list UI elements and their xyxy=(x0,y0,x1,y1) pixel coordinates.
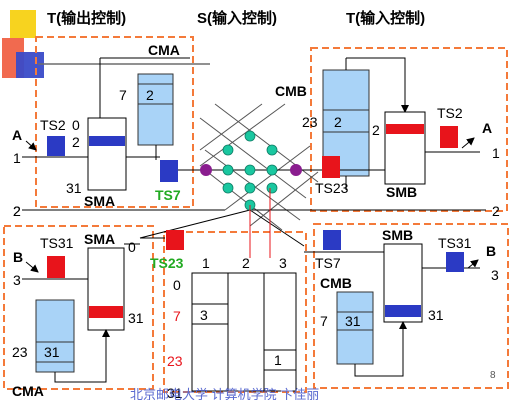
row-31: 31 xyxy=(167,385,183,400)
input-letter-a: A xyxy=(12,127,22,143)
cma-label: CMA xyxy=(148,42,180,58)
output-line-2-left: 2 xyxy=(13,203,21,219)
input-line-2-right: 2 xyxy=(492,203,500,219)
sma-index-31: 31 xyxy=(66,180,82,196)
col-2: 2 xyxy=(242,255,250,271)
ts31-in-block xyxy=(47,256,65,278)
sma-index-0: 0 xyxy=(72,117,80,133)
smb-label: SMB xyxy=(386,184,417,200)
control-memory-table xyxy=(191,272,297,392)
cmb-index-7: 7 xyxy=(320,313,328,329)
output-line-2: 2 xyxy=(13,203,21,219)
switch-node xyxy=(244,182,256,194)
cma-index-7: 7 xyxy=(119,87,127,103)
switch-node xyxy=(266,182,278,194)
row-23: 23 xyxy=(167,353,183,369)
cma-label: CMA xyxy=(12,383,44,399)
cell-row23-col3: 1 xyxy=(274,352,282,368)
smb-slot-block xyxy=(385,305,421,317)
switch-node xyxy=(222,144,234,156)
heading-left: T(输出控制) xyxy=(47,9,126,27)
ts31-out-label: TS31 xyxy=(438,235,472,251)
cmb-memory xyxy=(336,291,374,365)
switch-node xyxy=(244,164,256,176)
ts2-out-label: TS2 xyxy=(437,105,463,121)
smb-memory xyxy=(384,111,426,185)
ts7-in-label: TS7 xyxy=(315,255,341,271)
input-line-3: 3 xyxy=(13,272,21,288)
ts23-label: TS23 xyxy=(150,255,184,271)
sma-memory xyxy=(87,117,127,191)
smb-slot-block xyxy=(386,124,424,134)
frame-top-right xyxy=(310,47,508,212)
frame-bottom-left xyxy=(3,225,154,390)
cma-memory xyxy=(137,73,174,146)
module-bottom-right: TS7 SMB 31 TS31 B 3 CMB 31 7 xyxy=(304,227,499,377)
switch-node xyxy=(266,164,278,176)
cmb-label: CMB xyxy=(320,275,352,291)
output-letter-a: A xyxy=(482,120,492,136)
cmb-index-23: 23 xyxy=(302,114,318,130)
output-line-3: 3 xyxy=(491,267,499,283)
sma-slot-block xyxy=(89,306,123,318)
switch-node xyxy=(244,130,256,142)
cma-index-23: 23 xyxy=(12,344,28,360)
module-top-left: CMA 2 7 0 2 31 SMA TS2 A 1 TS7 2 xyxy=(12,42,225,219)
heading-center: S(输入控制) xyxy=(197,9,277,27)
module-frames xyxy=(3,36,509,393)
row-7: 7 xyxy=(173,308,181,324)
switch-node xyxy=(222,182,234,194)
ts2-in-block xyxy=(47,136,65,156)
cmb-slot-value: 31 xyxy=(345,313,361,329)
ts23-in-block xyxy=(322,156,340,178)
ts23-block xyxy=(166,230,184,250)
row-0: 0 xyxy=(173,277,181,293)
footer-institution: 北京邮电大学 计算机学院 卞佳丽 xyxy=(130,387,319,400)
ts31-in-label: TS31 xyxy=(40,235,74,251)
input-line-1: 1 xyxy=(13,150,21,166)
sma-slot-block xyxy=(89,136,125,146)
sma-index-0: 0 xyxy=(128,239,136,255)
switch-node xyxy=(222,164,234,176)
module-top-right: CMB 2 23 2 SMB TS23 2 TS2 A 1 xyxy=(275,57,500,219)
cell-row7-col1: 3 xyxy=(200,307,208,323)
sma-label: SMA xyxy=(84,231,115,247)
ts2-in-label: TS2 xyxy=(40,117,66,133)
heading-right: T(输入控制) xyxy=(346,9,425,27)
col-3: 3 xyxy=(279,255,287,271)
ts2-out-block xyxy=(440,126,458,148)
switch-node xyxy=(266,144,278,156)
module-bottom-left: TS31 B 3 SMA 0 31 31 23 CMA 2 xyxy=(12,203,165,399)
sma-label: SMA xyxy=(84,193,115,209)
frame-switch-table xyxy=(163,231,307,393)
switch-output-node-purple xyxy=(290,164,302,176)
col-1: 1 xyxy=(202,255,210,271)
smb-index-2: 2 xyxy=(372,122,380,138)
input-letter-b: B xyxy=(13,249,23,265)
ts23-in-label: TS23 xyxy=(315,180,349,196)
space-switch-matrix xyxy=(139,103,320,258)
cma-slot-value: 31 xyxy=(44,344,60,360)
sma-index-31: 31 xyxy=(128,310,144,326)
module-switch-table: TS23 1 2 3 3 1 0 7 23 31 xyxy=(150,230,297,401)
sma-index-2: 2 xyxy=(72,134,80,150)
ts31-out-block xyxy=(446,252,464,272)
smb-label: SMB xyxy=(382,227,413,243)
slide-logo xyxy=(2,10,210,78)
smb-index-31: 31 xyxy=(428,307,444,323)
cmb-label: CMB xyxy=(275,83,307,99)
page-number: 8 xyxy=(490,370,496,381)
cma-memory xyxy=(35,299,75,373)
output-letter-b: B xyxy=(486,243,496,259)
ts7-in-block xyxy=(323,230,341,250)
cmb-slot-value: 2 xyxy=(334,114,342,130)
output-line-1: 1 xyxy=(492,145,500,161)
switch-input-node-purple xyxy=(200,164,212,176)
ts7-out-block xyxy=(160,160,178,182)
frame-bottom-right xyxy=(313,223,509,389)
ts7-out-label: TS7 xyxy=(155,187,181,203)
cma-slot-value: 2 xyxy=(146,87,154,103)
frame-top-left xyxy=(35,36,194,208)
